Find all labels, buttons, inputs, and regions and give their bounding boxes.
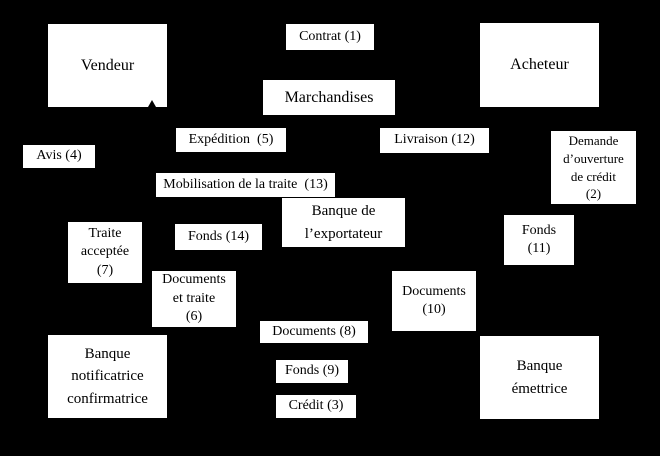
node-marchandises: Marchandises: [263, 80, 395, 115]
node-traite-acceptee: Traite acceptée (7): [68, 222, 142, 283]
node-fonds-14: Fonds (14): [175, 224, 262, 250]
node-demande-ouverture-credit: Demande d’ouverture de crédit (2): [551, 131, 636, 204]
node-documents-8: Documents (8): [260, 321, 368, 343]
node-acheteur: Acheteur: [480, 23, 599, 107]
node-fonds-9: Fonds (9): [276, 360, 348, 383]
node-mobilisation-traite: Mobilisation de la traite (13): [156, 173, 335, 197]
node-contrat: Contrat (1): [286, 24, 374, 50]
node-documents-10: Documents (10): [392, 271, 476, 331]
node-credit-3: Crédit (3): [276, 395, 356, 418]
node-banque-exportateur: Banque de l’exportateur: [282, 198, 405, 247]
node-fonds-11: Fonds (11): [504, 215, 574, 265]
node-vendeur: Vendeur: [48, 24, 167, 107]
node-expedition: Expédition (5): [176, 128, 286, 152]
node-avis: Avis (4): [23, 145, 95, 168]
arrowhead-up-icon: [148, 100, 156, 107]
node-livraison: Livraison (12): [380, 128, 489, 153]
node-documents-et-traite: Documents et traite (6): [152, 271, 236, 327]
node-banque-notificatrice: Banque notificatrice confirmatrice: [48, 335, 167, 418]
node-banque-emettrice: Banque émettrice: [480, 336, 599, 419]
